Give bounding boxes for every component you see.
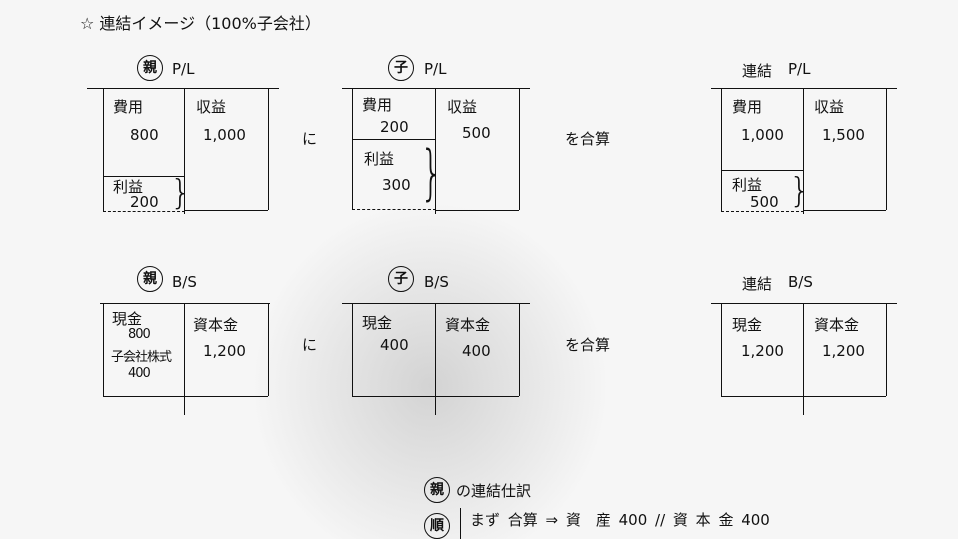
child-pl-cost-value: 200 — [380, 118, 409, 136]
parent-pl-profit-label: 利益 — [113, 178, 144, 196]
child-bs-label: B/S — [424, 273, 449, 291]
journal-badge: 親 — [424, 477, 450, 503]
pl-ni-text: に — [302, 130, 318, 148]
parent-pl-profit-value: 200 — [130, 193, 159, 211]
parent-bs-cash-label: 現金 — [112, 310, 143, 328]
child-bs-cash-label: 現金 — [362, 314, 393, 332]
consolidated-pl-label: P/L — [788, 60, 811, 78]
consolidated-pl-prefix: 連結 — [742, 62, 773, 80]
page-title: ☆ 連結イメージ（100%子会社） — [80, 14, 321, 33]
parent-pl-cost-label: 費用 — [113, 98, 144, 116]
parent-pl-revenue-value: 1,000 — [203, 126, 246, 144]
consolidated-bs-capital-label: 資本金 — [814, 316, 860, 334]
child-bs-capital-value: 400 — [462, 342, 491, 360]
consolidated-bs-label: B/S — [788, 273, 813, 291]
parent-bs-stock-value: 400 — [128, 366, 151, 381]
parent-bs-capital-label: 資本金 — [193, 316, 239, 334]
child-pl-revenue-label: 収益 — [447, 98, 478, 116]
child-pl-profit-label: 利益 — [364, 150, 395, 168]
parent-badge: 親 — [137, 55, 163, 81]
consolidated-pl-revenue-value: 1,500 — [822, 126, 865, 144]
consolidated-bs-cash-label: 現金 — [732, 316, 763, 334]
parent-pl-cost-value: 800 — [130, 126, 159, 144]
pl-combine-text: を合算 — [565, 130, 611, 148]
consolidated-bs-prefix: 連結 — [742, 275, 773, 293]
consolidated-pl-profit-label: 利益 — [732, 176, 763, 194]
bs-ni-text: に — [302, 336, 318, 354]
parent-bs-label: B/S — [172, 273, 197, 291]
child-bs-cash-value: 400 — [380, 336, 409, 354]
journal-title: の連結仕訳 — [456, 482, 532, 500]
journal-step-badge: 順 — [424, 513, 450, 539]
consolidated-pl-brace: } — [789, 171, 811, 211]
consolidated-bs-cash-value: 1,200 — [741, 342, 784, 360]
parent-bs-capital-value: 1,200 — [203, 342, 246, 360]
parent-pl-profit-box — [103, 176, 185, 212]
journal-entry: まず 合算 ⇒ 資 産 400 // 資 本 金 400 — [470, 511, 770, 529]
parent-pl-label: P/L — [172, 60, 195, 78]
child-pl-cost-label: 費用 — [362, 96, 393, 114]
child-pl-revenue-value: 500 — [462, 124, 491, 142]
parent-pl-brace: } — [170, 173, 192, 213]
child-bs-capital-label: 資本金 — [445, 316, 491, 334]
child-badge: 子 — [388, 55, 414, 81]
child-pl-profit-value: 300 — [382, 176, 411, 194]
parent-bs-cash-value: 800 — [128, 327, 151, 342]
parent-bs-badge: 親 — [137, 266, 163, 292]
consolidated-pl-profit-box — [721, 170, 804, 212]
bs-combine-text: を合算 — [565, 336, 611, 354]
consolidated-bs-capital-value: 1,200 — [822, 342, 865, 360]
child-pl-brace: } — [420, 138, 443, 208]
child-pl-profit-box — [352, 139, 436, 210]
consolidated-pl-cost-label: 費用 — [732, 98, 763, 116]
consolidated-pl-revenue-label: 収益 — [814, 98, 845, 116]
child-bs-badge: 子 — [388, 266, 414, 292]
consolidated-pl-profit-value: 500 — [750, 193, 779, 211]
parent-bs-stock-label: 子会社株式 — [111, 350, 172, 365]
child-pl-label: P/L — [424, 60, 447, 78]
parent-pl-revenue-label: 収益 — [196, 98, 227, 116]
consolidated-pl-cost-value: 1,000 — [741, 126, 784, 144]
